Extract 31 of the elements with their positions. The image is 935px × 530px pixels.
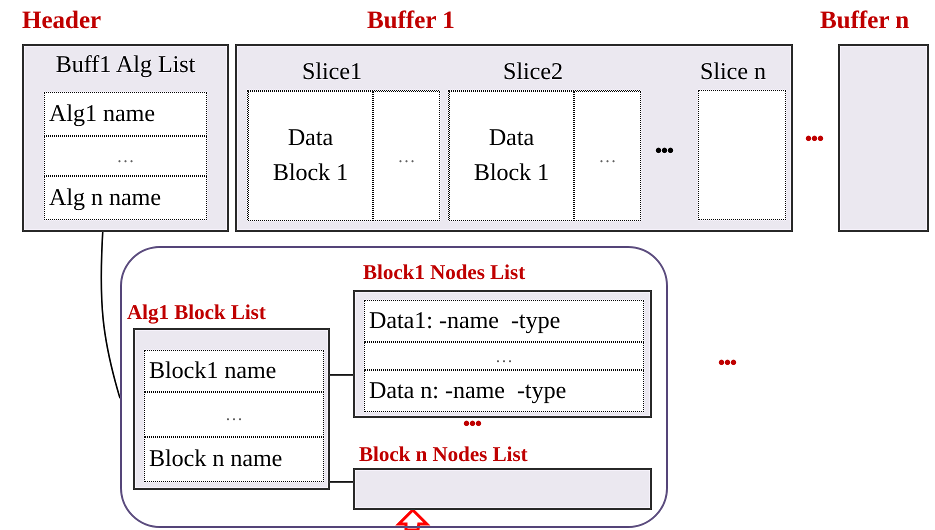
heading-label: Header <box>22 6 102 36</box>
connector-line <box>100 232 121 398</box>
ellipsis-row: … <box>373 91 440 221</box>
ellipsis-dots: ••• <box>655 140 674 163</box>
ellipsis-dots: ••• <box>718 352 736 375</box>
heading-label: Buffer 1 <box>367 6 455 36</box>
list-row: Alg n name <box>44 176 207 220</box>
ellipsis-row: … <box>144 392 324 437</box>
list-row: Block1 name <box>144 350 324 392</box>
list-row: Data n: -name -type <box>364 370 644 412</box>
list-row: Data Block 1 <box>248 91 373 221</box>
list-row: Alg1 name <box>44 92 207 136</box>
connector-line <box>330 481 353 483</box>
list-row: Data1: -name -type <box>364 300 644 342</box>
heading-label: Alg1 Block List <box>127 300 266 326</box>
heading-label: Block1 Nodes List <box>363 260 526 286</box>
heading-label: Block n Nodes List <box>359 442 528 468</box>
panel-title: Buff1 Alg List <box>54 52 196 79</box>
ellipsis-row: … <box>44 136 207 176</box>
ellipsis-dots: ••• <box>805 128 824 151</box>
connector-line <box>330 374 353 376</box>
ellipsis-row: … <box>364 342 644 370</box>
block-arrow <box>395 508 430 530</box>
slice-label: Slice1 <box>302 58 362 87</box>
ellipsis-row: … <box>574 91 641 221</box>
list-row: Block n name <box>144 437 324 482</box>
ellipsis-dots: ••• <box>463 413 482 436</box>
list-row: Data Block 1 <box>449 91 574 221</box>
slice-label: Slice n <box>700 58 766 87</box>
slice-label: Slice2 <box>503 58 563 87</box>
heading-label: Buffer n <box>820 6 910 36</box>
